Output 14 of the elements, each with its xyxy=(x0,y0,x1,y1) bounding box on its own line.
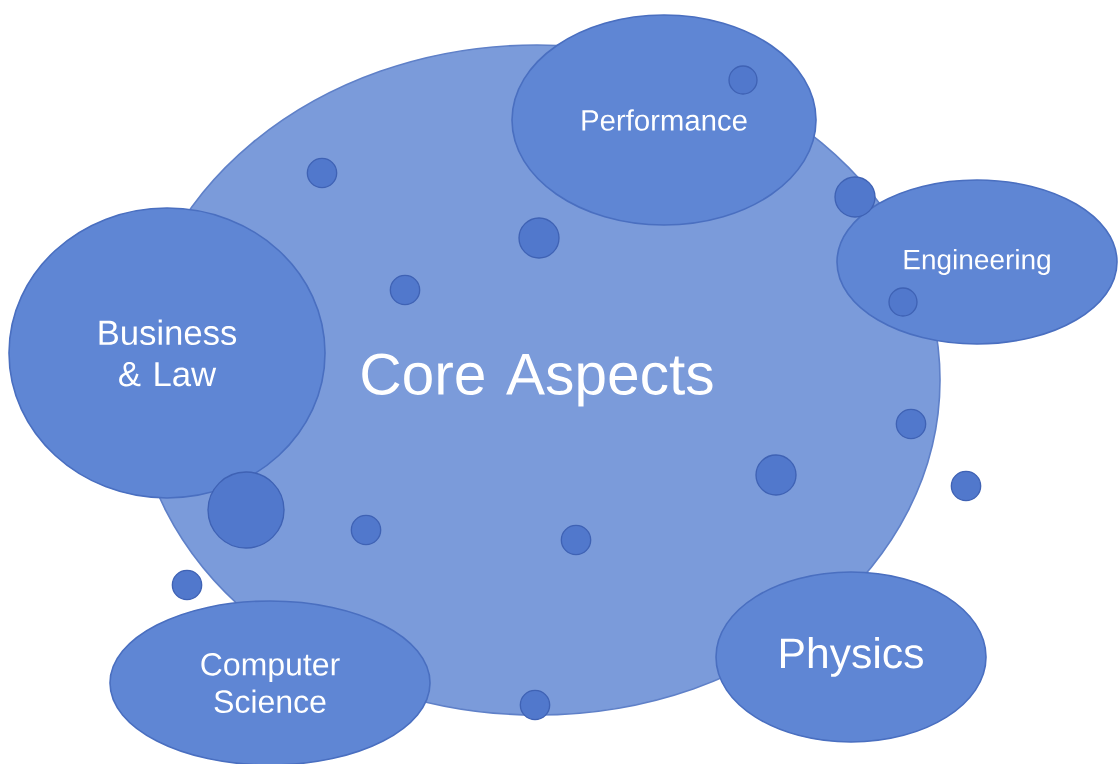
bubble xyxy=(207,471,285,549)
bubble xyxy=(755,454,797,496)
bubble xyxy=(171,569,203,601)
bubble xyxy=(728,65,758,95)
bubble xyxy=(389,274,421,306)
bubble xyxy=(519,689,551,721)
bubble xyxy=(560,524,592,556)
bubble xyxy=(888,287,918,317)
bubble xyxy=(834,176,876,218)
bubble xyxy=(895,408,927,440)
bubble xyxy=(518,217,560,259)
bubble xyxy=(306,157,338,189)
bubble xyxy=(950,470,982,502)
bubble xyxy=(350,514,382,546)
